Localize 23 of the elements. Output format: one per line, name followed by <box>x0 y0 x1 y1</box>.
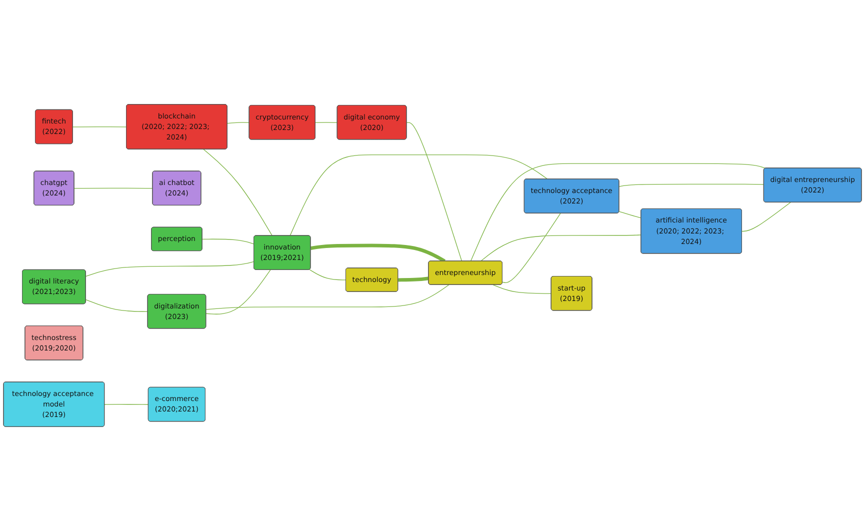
connector <box>104 404 149 405</box>
connector <box>206 270 271 314</box>
connector <box>206 284 450 310</box>
connector <box>492 284 552 294</box>
connector <box>618 211 642 218</box>
connector <box>310 244 446 263</box>
connector <box>315 122 338 123</box>
connector <box>72 126 127 128</box>
connector <box>470 163 766 262</box>
connector <box>480 234 642 262</box>
connector <box>398 276 429 282</box>
connector <box>742 202 791 232</box>
connector <box>309 269 346 280</box>
connector <box>406 122 462 262</box>
connector <box>290 154 548 236</box>
connector <box>502 212 561 284</box>
connector <box>86 299 148 312</box>
connector <box>618 184 764 187</box>
connector <box>74 188 154 189</box>
connector <box>227 122 250 124</box>
connector <box>202 238 254 244</box>
connector <box>203 148 272 236</box>
connector <box>86 261 254 277</box>
